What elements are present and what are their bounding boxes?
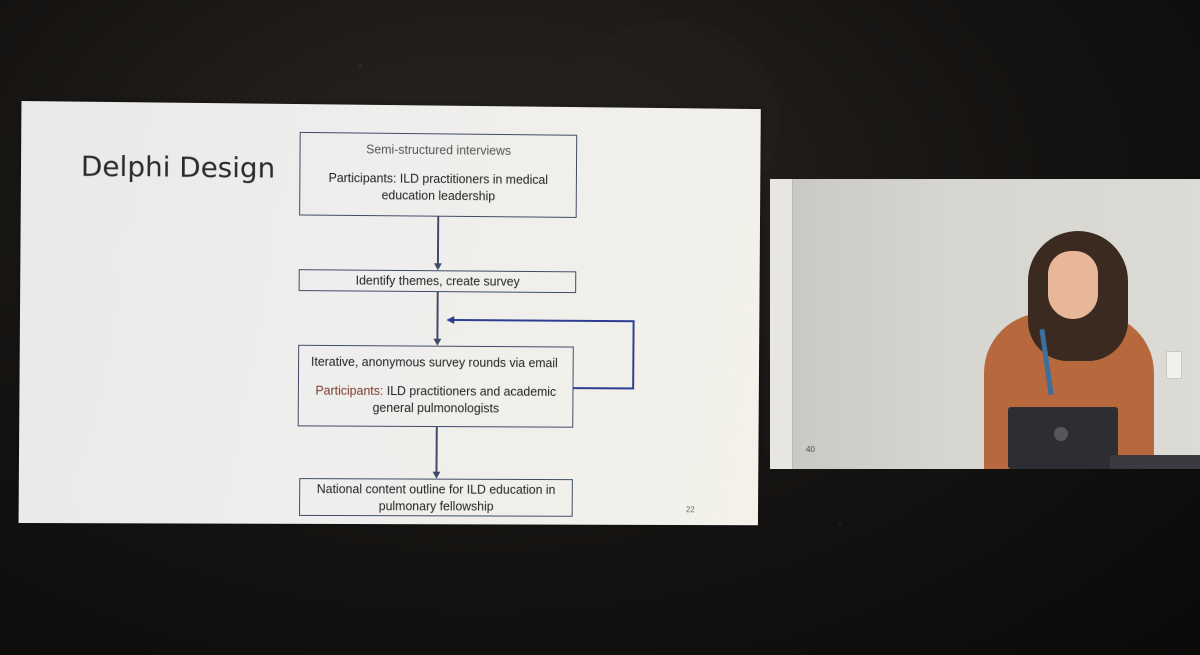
flow-step-outline: National content outline for ILD educati… <box>299 478 573 517</box>
flow-step-heading: Iterative, anonymous survey rounds via e… <box>310 354 558 371</box>
light-switch <box>1166 351 1182 379</box>
flow-step-heading: National content outline for ILD educati… <box>316 482 556 514</box>
flow-step-heading: Semi-structured interviews <box>366 142 512 158</box>
flow-arrow <box>436 216 440 265</box>
flow-step-detail: Participants: ILD practitioners and acad… <box>299 383 573 418</box>
laptop-logo-icon <box>1054 427 1068 441</box>
speaker-face <box>1048 251 1098 319</box>
presentation-slide: Delphi Design Semi-structured interviews… <box>18 101 761 526</box>
flow-arrowhead <box>433 263 442 271</box>
desk-device <box>1110 455 1200 469</box>
feedback-loop-right <box>573 387 635 390</box>
participants-text: ILD practitioners and academic general p… <box>372 384 557 416</box>
feedback-loop-vertical <box>632 320 635 390</box>
flow-arrow <box>436 292 439 340</box>
flow-step-detail: Participants: ILD practitioners in medic… <box>328 170 549 204</box>
flow-arrowhead <box>433 338 442 346</box>
feedback-loop-arrowhead <box>446 315 455 324</box>
flow-arrow <box>435 427 438 473</box>
slide-title: Delphi Design <box>80 149 276 185</box>
flow-step-survey-rounds: Iterative, anonymous survey rounds via e… <box>297 344 574 428</box>
speaker-webcam-feed: 40 <box>770 179 1200 469</box>
flow-arrowhead <box>432 471 441 479</box>
flow-step-heading: Identify themes, create survey <box>355 273 520 289</box>
flow-step-themes: Identify themes, create survey <box>298 269 577 294</box>
flow-step-interviews: Semi-structured interviews Participants:… <box>299 131 578 218</box>
feedback-loop-top <box>452 318 635 323</box>
door-frame <box>770 179 793 469</box>
participants-label: Participants: <box>315 383 384 398</box>
laptop <box>1008 407 1118 469</box>
slide-number: 22 <box>685 505 695 515</box>
camera-overlay-label: 40 <box>806 445 815 454</box>
